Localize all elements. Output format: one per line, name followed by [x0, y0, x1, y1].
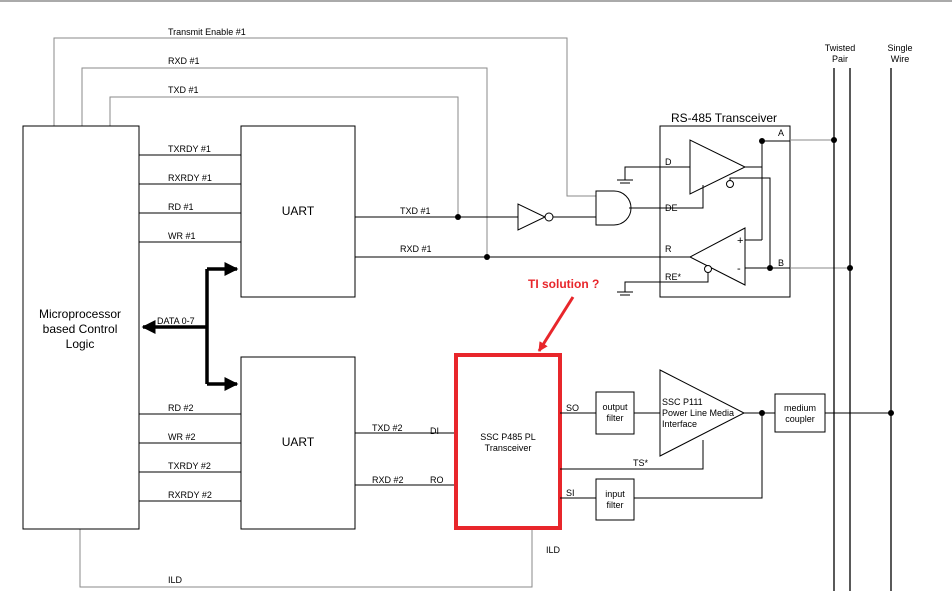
ts-label: TS*: [633, 458, 649, 468]
pin-di: DI: [430, 426, 439, 436]
pin-ro: RO: [430, 475, 444, 485]
ild-line: [79, 529, 533, 588]
txd1-label: TXD #1: [400, 206, 431, 216]
ild-label: ILD: [168, 575, 183, 585]
ssc-p485-block: [454, 353, 562, 530]
inverter-gate: [517, 203, 596, 231]
txrdy1-label: TXRDY #1: [168, 144, 211, 154]
rxd1-loop-line: [81, 67, 488, 257]
pin-re: RE*: [665, 272, 682, 282]
rxrdy2-label: RXRDY #2: [168, 490, 212, 500]
txrdy2-label: TXRDY #2: [168, 461, 211, 471]
uart1-line-signals: [355, 214, 690, 260]
pin-ild: ILD: [546, 545, 561, 555]
data-bus: [141, 262, 239, 391]
medium-coupler-block: [774, 393, 826, 433]
transmit-enable-label: Transmit Enable #1: [168, 27, 246, 37]
uart2-line-signals: [355, 432, 456, 486]
media-wires: [831, 68, 894, 591]
pin-de: DE: [665, 203, 678, 213]
wr1-label: WR #1: [168, 231, 196, 241]
pin-si: SI: [566, 488, 575, 498]
uart1-bus-lines: [139, 154, 241, 243]
input-filter-block: [595, 478, 635, 521]
txd1-top-label: TXD #1: [168, 85, 199, 95]
rs485-internals: [660, 138, 790, 286]
ti-solution-annotation: TI solution ?: [528, 277, 599, 291]
pin-minus: -: [737, 263, 741, 275]
uart2-bus-lines: [139, 413, 241, 502]
pin-r: R: [665, 244, 672, 254]
rs485-title: RS-485 Transceiver: [671, 111, 777, 125]
rd1-label: RD #1: [168, 202, 194, 212]
rd2-label: RD #2: [168, 403, 194, 413]
pin-plus: +: [737, 235, 743, 247]
ground-symbol-re: [617, 281, 660, 296]
pin-so: SO: [566, 403, 579, 413]
pin-a: A: [778, 128, 784, 138]
rxrdy1-label: RXRDY #1: [168, 173, 212, 183]
output-filter-block: [595, 391, 635, 435]
rxd1-top-label: RXD #1: [168, 56, 200, 66]
uart2-block: [240, 356, 356, 530]
rxd2-label: RXD #2: [372, 475, 404, 485]
pin-b: B: [778, 258, 784, 268]
txd1-loop-line: [109, 96, 459, 217]
transmit-enable-line: [53, 37, 596, 197]
and-gate: [595, 190, 660, 226]
uart2-label: UART: [282, 435, 315, 449]
ground-symbol-d: [617, 166, 660, 184]
microprocessor-block: [22, 125, 140, 530]
rxd1-label: RXD #1: [400, 244, 432, 254]
wr2-label: WR #2: [168, 432, 196, 442]
data-bus-label: DATA 0-7: [157, 316, 195, 326]
ssc-p111-block: [659, 369, 746, 457]
control-loops: [53, 37, 596, 588]
txd2-label: TXD #2: [372, 423, 403, 433]
uart1-block: [240, 125, 356, 298]
pin-d: D: [665, 157, 672, 167]
power-line-path: [560, 410, 891, 499]
ti-solution-arrow: [537, 296, 575, 352]
uart1-label: UART: [282, 204, 315, 218]
